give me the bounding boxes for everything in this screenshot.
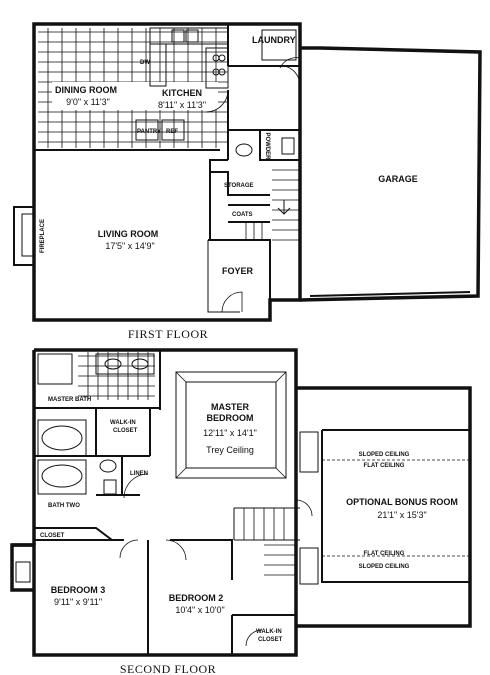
first-floor: FIREPLACE DW PANTRY REF — [13, 22, 482, 341]
bonus-room-label: OPTIONAL BONUS ROOM — [346, 497, 458, 507]
kitchen-dims: 8'11" x 11'3" — [158, 100, 206, 110]
stairs-second — [233, 507, 300, 576]
fireplace-label: FIREPLACE — [40, 219, 46, 253]
bedroom-2-dims: 10'4" x 10'0" — [175, 605, 224, 615]
walk-in-closet-label: CLOSET — [113, 428, 138, 434]
coats-label: COATS — [232, 212, 253, 218]
pantry-label: PANTRY — [137, 129, 161, 135]
walk-in-closet-label: WALK-IN — [110, 420, 136, 426]
bedroom-3-label: BEDROOM 3 — [51, 585, 106, 595]
ref-label: REF — [166, 129, 178, 135]
master-bedroom-dims: 12'11" x 14'1" — [203, 428, 257, 438]
second-floor: MASTER BATH WALK-IN CLOSET MASTER BEDROO… — [10, 348, 472, 675]
second-floor-caption: SECOND FLOOR — [120, 662, 216, 675]
kitchen-label: KITCHEN — [162, 88, 202, 98]
ceiling-label: SLOPED CEILING — [359, 564, 410, 570]
storage-label: STORAGE — [224, 183, 254, 189]
walk-in-closet-label: WALK-IN — [256, 629, 282, 635]
bath-two-label: BATH TWO — [48, 503, 80, 509]
dining-room-dims: 9'0" x 11'3" — [66, 97, 110, 107]
powder-label: POWDER — [264, 133, 270, 161]
ceiling-label: SLOPED CEILING — [359, 452, 410, 458]
trey-ceiling — [175, 371, 287, 479]
living-room-label: LIVING ROOM — [98, 229, 159, 239]
stairs-first — [245, 169, 300, 241]
walk-in-closet-label: CLOSET — [258, 637, 283, 643]
living-room-dims: 17'5" x 14'9" — [105, 241, 154, 251]
dw-label: DW — [140, 60, 150, 66]
laundry-label: LAUNDRY — [252, 35, 296, 45]
bath-tiles — [78, 352, 155, 400]
bedroom-2-label: BEDROOM 2 — [169, 593, 224, 603]
master-bedroom-label: BEDROOM — [207, 413, 254, 423]
master-bedroom-note: Trey Ceiling — [206, 445, 254, 455]
ceiling-label: FLAT CEILING — [364, 551, 405, 557]
garage-label: GARAGE — [378, 174, 418, 184]
first-floor-caption: FIRST FLOOR — [128, 327, 208, 341]
master-bath-label: MASTER BATH — [48, 397, 91, 403]
ceiling-label: FLAT CEILING — [364, 463, 405, 469]
master-bedroom-label: MASTER — [211, 402, 250, 412]
bedroom-3-dims: 9'11" x 9'11" — [54, 597, 102, 607]
dining-room-label: DINING ROOM — [55, 85, 117, 95]
linen-label: LINEN — [130, 471, 148, 477]
foyer-label: FOYER — [222, 266, 254, 276]
bonus-room-dims: 21'1" x 15'3" — [377, 510, 426, 520]
closet-label: CLOSET — [40, 533, 65, 539]
